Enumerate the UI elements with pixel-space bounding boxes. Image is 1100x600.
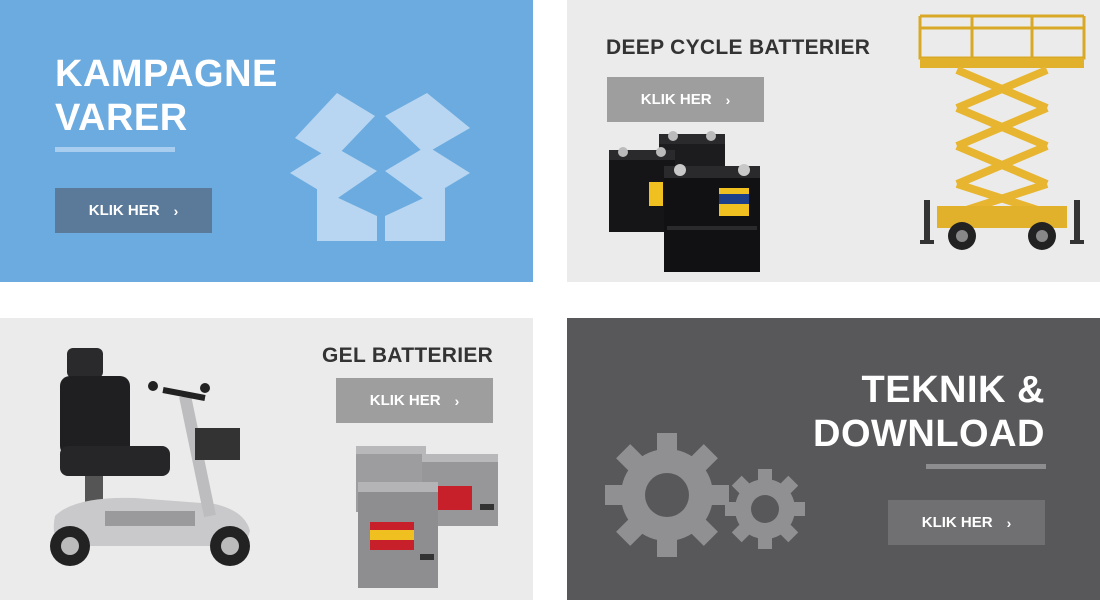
button-label: KLIK HER — [921, 514, 993, 531]
chevron-right-icon: › — [1006, 514, 1012, 531]
button-label: KLIK HER — [369, 392, 441, 409]
mobility-scooter-image — [50, 348, 250, 566]
campaign-title: KAMPAGNE VARER — [55, 53, 278, 139]
gel-tile[interactable]: GEL BATTERIER KLIK HER › — [0, 318, 533, 600]
gel-click-button[interactable]: KLIK HER › — [336, 378, 493, 423]
teknik-click-button[interactable]: KLIK HER › — [888, 500, 1045, 545]
gears-icon — [605, 433, 805, 557]
teknik-tile[interactable]: TEKNIK & DOWNLOAD KLIK HER › — [567, 318, 1100, 600]
deep-cycle-title: DEEP CYCLE BATTERIER — [606, 36, 871, 59]
chevron-right-icon: › — [725, 91, 731, 108]
button-label: KLIK HER — [640, 91, 712, 108]
campaign-click-button[interactable]: KLIK HER › — [55, 188, 212, 233]
campaign-tile[interactable]: KAMPAGNE VARER KLIK HER › — [0, 0, 533, 282]
teknik-title: TEKNIK & DOWNLOAD — [813, 369, 1045, 455]
deep-cycle-batteries-image — [609, 131, 760, 272]
title-underline — [926, 464, 1046, 469]
button-label: KLIK HER — [88, 202, 160, 219]
box-icon — [290, 93, 470, 241]
scissor-lift-image — [918, 14, 1086, 250]
gel-batteries-image — [356, 446, 498, 588]
chevron-right-icon: › — [173, 202, 179, 219]
chevron-right-icon: › — [454, 392, 460, 409]
deep-cycle-click-button[interactable]: KLIK HER › — [607, 77, 764, 122]
deep-cycle-tile[interactable]: DEEP CYCLE BATTERIER KLIK HER › — [567, 0, 1100, 282]
gel-title: GEL BATTERIER — [322, 344, 494, 367]
title-underline — [55, 147, 175, 152]
